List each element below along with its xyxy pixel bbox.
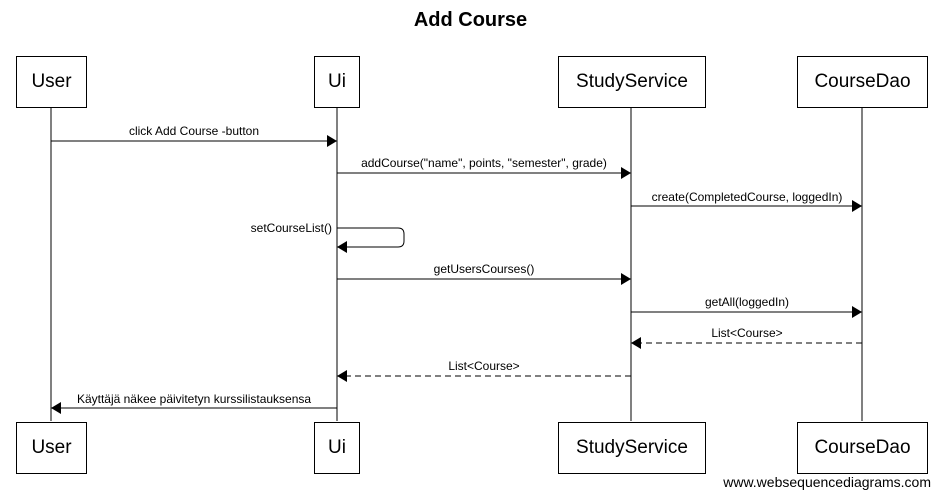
diagram-title: Add Course [413,9,528,31]
participant-top-ui: Ui [314,56,360,108]
participant-top-studyservice: StudyService [558,56,706,108]
message-label-2: addCourse("name", points, "semester", gr… [361,156,607,170]
message-label-5: getUsersCourses() [433,262,535,276]
participant-bottom-user: User [16,422,87,474]
message-label-8: List<Course> [448,359,520,373]
message-arrow-4 [337,227,405,253]
message-label-3: create(CompletedCourse, loggedIn) [651,190,843,204]
message-label-6: getAll(loggedIn) [704,295,790,309]
message-label-1: click Add Course -button [128,124,260,138]
participant-top-coursedao: CourseDao [797,56,928,108]
participant-bottom-studyservice: StudyService [558,422,706,474]
participant-bottom-coursedao: CourseDao [797,422,928,474]
participant-bottom-ui: Ui [314,422,360,474]
participant-top-user: User [16,56,87,108]
message-label-7: List<Course> [711,326,783,340]
message-label-4: setCourseList() [250,221,332,235]
message-label-9: Käyttäjä näkee päivitetyn kurssilistauks… [76,392,312,406]
credit-link[interactable]: www.websequencediagrams.com [723,474,931,490]
